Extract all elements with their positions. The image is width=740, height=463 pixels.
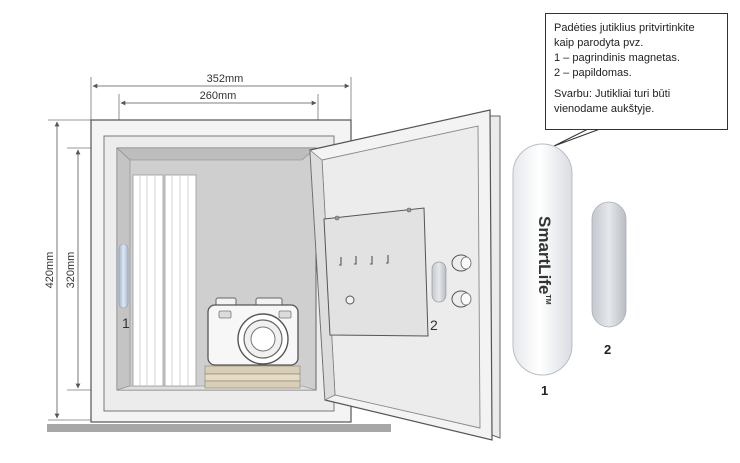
inner-height-label: 320mm <box>65 252 77 289</box>
auxiliary-sensor <box>591 201 627 328</box>
dimension-outer-height: 420mm <box>44 119 92 421</box>
lock-plate <box>323 207 429 337</box>
callout-line-2: kaip parodyta pvz. <box>554 37 644 49</box>
key-slots <box>339 255 389 266</box>
keyhole <box>345 295 355 305</box>
outer-height-label: 420mm <box>44 252 56 289</box>
instruction-callout: Padėties jutiklius pritvirtinkite kaip p… <box>545 13 728 130</box>
dimension-outer-width: 352mm <box>90 73 352 120</box>
inside-sensor-marker: 1 <box>122 315 130 331</box>
brand-name: SmartLife <box>535 216 554 294</box>
safe-door <box>309 109 493 441</box>
folders <box>132 174 197 387</box>
main-magnet-marker: 1 <box>541 383 548 398</box>
main-magnet-sensor: SmartLifeTM <box>512 143 573 376</box>
callout-line-3: 1 – pagrindinis magnetas. <box>554 52 680 64</box>
inside-sensor-icon <box>118 243 129 309</box>
callout-note-2: vienodame aukštyje. <box>554 103 655 115</box>
sensor-brand-text: SmartLifeTM <box>535 216 554 305</box>
inner-width-label: 260mm <box>200 90 237 102</box>
door-sensor-marker: 2 <box>430 317 438 333</box>
door-sensor-icon <box>431 261 447 303</box>
paper-stack <box>204 365 301 389</box>
auxiliary-marker: 2 <box>604 342 611 357</box>
callout-line-4: 2 – papildomas. <box>554 67 632 79</box>
callout-note-1: Svarbu: Jutikliai turi būti <box>554 88 671 100</box>
floor-base <box>47 424 391 432</box>
callout-pointer <box>553 128 601 147</box>
callout-line-1: Padėties jutiklius pritvirtinkite <box>554 22 695 34</box>
camera-icon <box>207 297 299 366</box>
door-bolts <box>451 254 472 308</box>
outer-width-label: 352mm <box>207 73 244 85</box>
brand-tm: TM <box>544 294 551 304</box>
